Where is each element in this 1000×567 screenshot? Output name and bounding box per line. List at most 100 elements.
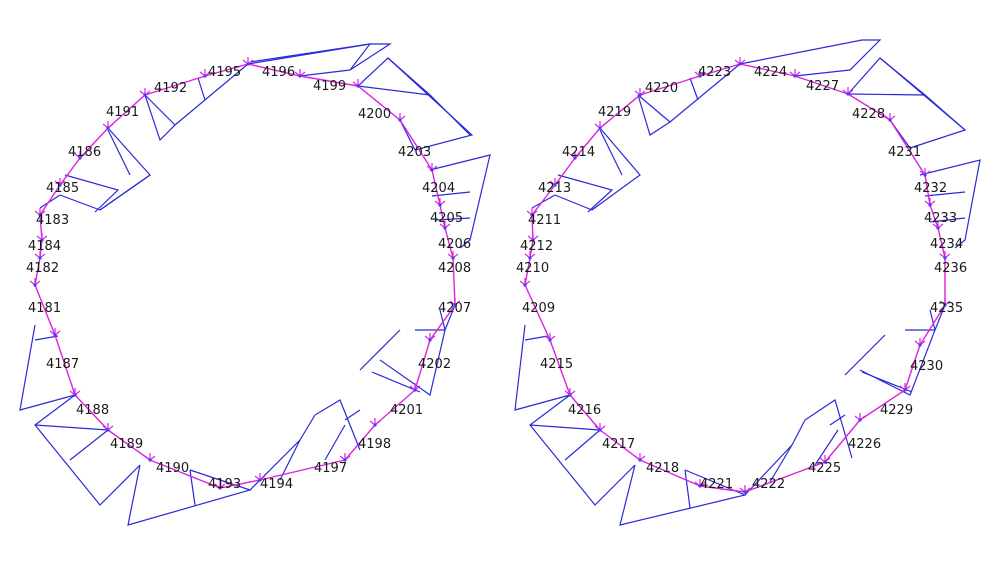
node-dot — [698, 74, 702, 78]
ring-segment — [374, 389, 416, 426]
node-dot — [343, 458, 347, 462]
ring-segment — [259, 459, 346, 481]
ring-segment — [744, 461, 826, 493]
ring-segment — [34, 284, 56, 336]
ring-segment — [554, 157, 576, 186]
node-label: 4223 — [698, 65, 731, 80]
node-label: 4202 — [418, 357, 451, 372]
node-dot — [73, 393, 77, 397]
node-label: 4228 — [852, 107, 885, 122]
node-label: 4209 — [522, 301, 555, 316]
ring-segment — [639, 459, 701, 487]
node-label: 4199 — [313, 79, 346, 94]
node-dot — [148, 458, 152, 462]
ring-segment — [247, 63, 301, 77]
ring-segment — [859, 389, 906, 421]
ring-segment — [699, 485, 746, 493]
ring-segment — [204, 63, 249, 77]
node-label: 4189 — [110, 437, 143, 452]
node-dot — [398, 118, 402, 122]
node-label: 4194 — [260, 477, 293, 492]
ring-segment — [531, 184, 556, 216]
node-dot — [106, 126, 110, 130]
node-dot — [373, 423, 377, 427]
node-label: 4219 — [598, 105, 631, 120]
node-dot — [936, 226, 940, 230]
node-label: 4217 — [602, 437, 635, 452]
node-label: 4222 — [752, 477, 785, 492]
node-label: 4212 — [520, 239, 553, 254]
ring-segment — [847, 93, 891, 121]
ring-segment — [569, 394, 601, 431]
node-label: 4234 — [930, 237, 963, 252]
node-label: 4210 — [516, 261, 549, 276]
ring-segment — [414, 339, 431, 391]
ring-segment — [824, 419, 861, 463]
node-dot — [430, 168, 434, 172]
node-label: 4235 — [930, 301, 963, 316]
node-dot — [58, 183, 62, 187]
ring-segment — [524, 284, 551, 341]
ring-segment — [524, 257, 531, 286]
ring-segment — [889, 119, 926, 176]
ring-segment — [549, 339, 571, 396]
node-dot — [453, 303, 457, 307]
ring-segment — [79, 127, 109, 159]
node-dot — [846, 92, 850, 96]
ring-segment — [574, 127, 601, 159]
ring-segment — [699, 63, 741, 77]
node-label: 4204 — [422, 181, 455, 196]
node-label: 4206 — [438, 237, 471, 252]
node-label: 4225 — [808, 461, 841, 476]
node-label: 4215 — [540, 357, 573, 372]
node-dot — [40, 238, 44, 242]
ring-segment — [149, 459, 221, 489]
node-dot — [928, 203, 932, 207]
node-dot — [443, 226, 447, 230]
node-dot — [143, 93, 147, 97]
ring-segment — [439, 204, 446, 229]
ring-segment — [924, 174, 931, 206]
ring-segment — [794, 75, 849, 95]
node-dot — [246, 62, 250, 66]
node-dot — [903, 388, 907, 392]
ring-segment — [357, 85, 401, 121]
node-dot — [106, 428, 110, 432]
ring-segment — [904, 344, 921, 391]
node-label: 4193 — [208, 477, 241, 492]
left-frame-lines — [19, 43, 491, 526]
ring-segment — [144, 75, 206, 96]
ring-segment — [937, 227, 946, 259]
node-label: 4184 — [28, 239, 61, 254]
node-dot — [858, 418, 862, 422]
node-label: 4200 — [358, 107, 391, 122]
node-label: 4187 — [46, 357, 79, 372]
node-label: 4198 — [358, 437, 391, 452]
node-dot — [918, 343, 922, 347]
ring-segment — [919, 304, 946, 346]
node-label: 4230 — [910, 359, 943, 374]
node-label: 4185 — [46, 181, 79, 196]
node-label: 4221 — [700, 477, 733, 492]
node-label: 4216 — [568, 403, 601, 418]
node-dot — [33, 283, 37, 287]
node-dot — [548, 338, 552, 342]
node-label: 4181 — [28, 301, 61, 316]
node-dot — [573, 156, 577, 160]
node-label: 4196 — [262, 65, 295, 80]
node-dot — [38, 213, 42, 217]
ring-segment — [74, 394, 109, 431]
node-label: 4211 — [528, 213, 561, 228]
ring-segment — [431, 169, 441, 206]
node-dot — [78, 156, 82, 160]
node-label: 4205 — [430, 211, 463, 226]
left-frame-lines-extra — [99, 43, 471, 481]
ring-segment — [219, 479, 261, 489]
ring-segment — [452, 257, 456, 306]
node-dot — [923, 173, 927, 177]
node-label: 4233 — [924, 211, 957, 226]
node-dot — [793, 74, 797, 78]
node-dot — [738, 62, 742, 66]
